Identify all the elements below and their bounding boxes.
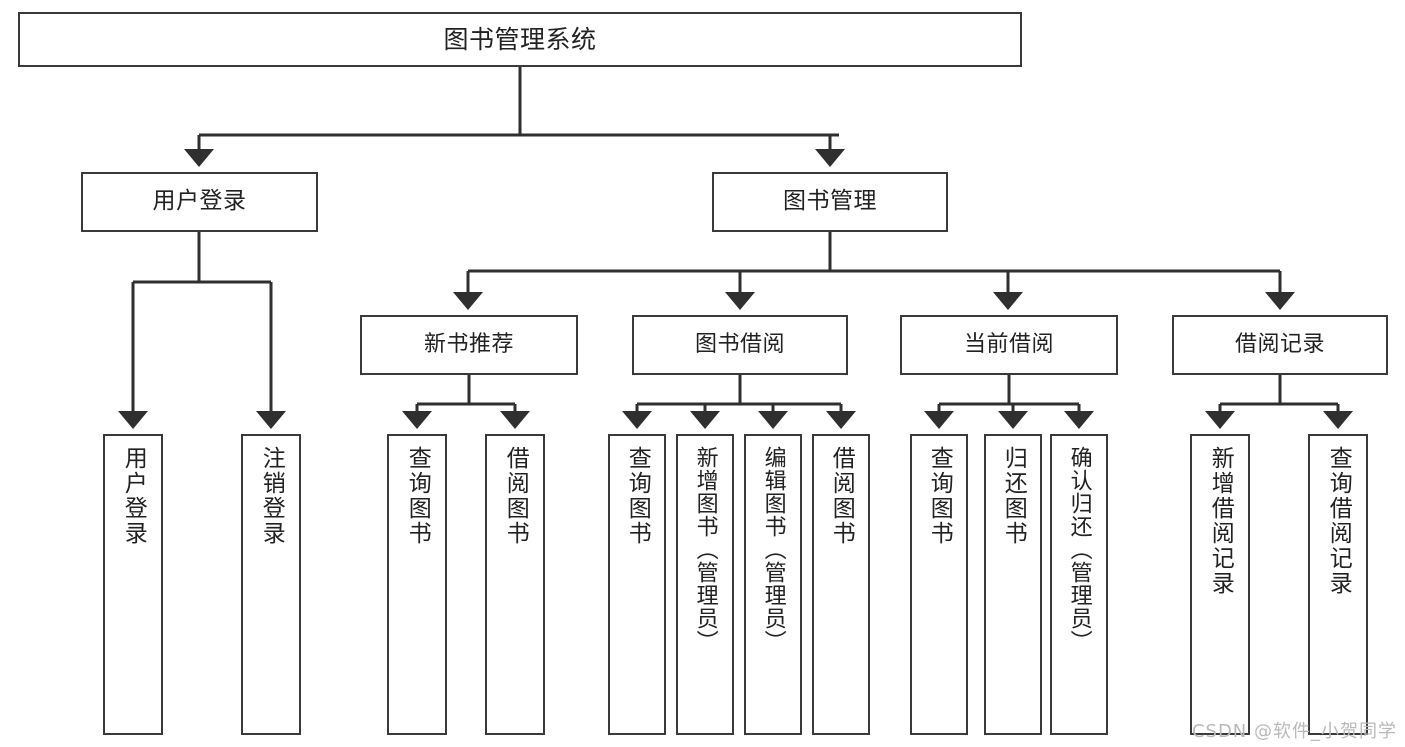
node-label: 查询借阅记录 xyxy=(1325,446,1352,596)
node-leaf-query-book-rec[interactable]: 查询图书 xyxy=(387,434,447,735)
node-current-borrow[interactable]: 当前借阅 xyxy=(900,315,1118,375)
node-label: 查询图书 xyxy=(404,446,431,546)
node-label: 当前借阅 xyxy=(963,332,1054,358)
node-book-borrow[interactable]: 图书借阅 xyxy=(632,315,848,375)
node-user-login[interactable]: 用户登录 xyxy=(81,172,318,232)
node-borrow-record[interactable]: 借阅记录 xyxy=(1172,315,1388,375)
node-label: 借阅图书 xyxy=(828,446,855,546)
node-label: 新增借阅记录 xyxy=(1207,446,1234,596)
node-label: 借阅记录 xyxy=(1234,332,1325,358)
node-leaf-borrow-book[interactable]: 借阅图书 xyxy=(812,434,870,735)
node-leaf-logout[interactable]: 注销登录 xyxy=(241,434,301,735)
node-leaf-user-login[interactable]: 用户登录 xyxy=(103,434,163,735)
node-leaf-add-book[interactable]: 新增图书（管理员） xyxy=(676,434,734,735)
node-label: 用户登录 xyxy=(152,188,247,215)
node-leaf-query-record[interactable]: 查询借阅记录 xyxy=(1308,434,1368,735)
node-label: 新增图书（管理员） xyxy=(692,446,718,653)
node-label: 查询图书 xyxy=(624,446,651,546)
node-leaf-edit-book[interactable]: 编辑图书（管理员） xyxy=(744,434,802,735)
node-leaf-return-book[interactable]: 归还图书 xyxy=(984,434,1042,735)
node-label: 借阅图书 xyxy=(502,446,529,546)
node-leaf-query-book-borrow[interactable]: 查询图书 xyxy=(608,434,666,735)
node-leaf-query-book-cur[interactable]: 查询图书 xyxy=(910,434,968,735)
node-leaf-borrow-book-rec[interactable]: 借阅图书 xyxy=(485,434,545,735)
node-leaf-add-record[interactable]: 新增借阅记录 xyxy=(1190,434,1250,735)
node-label: 图书管理 xyxy=(783,188,877,215)
node-label: 新书推荐 xyxy=(423,332,514,358)
node-label: 用户登录 xyxy=(120,446,147,546)
node-label: 编辑图书（管理员） xyxy=(760,446,786,653)
node-label: 图书管理系统 xyxy=(443,24,597,54)
node-root[interactable]: 图书管理系统 xyxy=(18,12,1022,67)
node-label: 图书借阅 xyxy=(694,332,785,358)
node-label: 归还图书 xyxy=(1000,446,1027,546)
watermark-text: CSDN @软件_小贺同学 xyxy=(1191,721,1397,742)
node-book-manage[interactable]: 图书管理 xyxy=(712,172,948,232)
node-label: 注销登录 xyxy=(258,446,285,546)
node-new-book-rec[interactable]: 新书推荐 xyxy=(360,315,578,375)
node-leaf-confirm-return[interactable]: 确认归还（管理员） xyxy=(1050,434,1108,735)
node-label: 查询图书 xyxy=(926,446,953,546)
node-label: 确认归还（管理员） xyxy=(1066,446,1092,653)
